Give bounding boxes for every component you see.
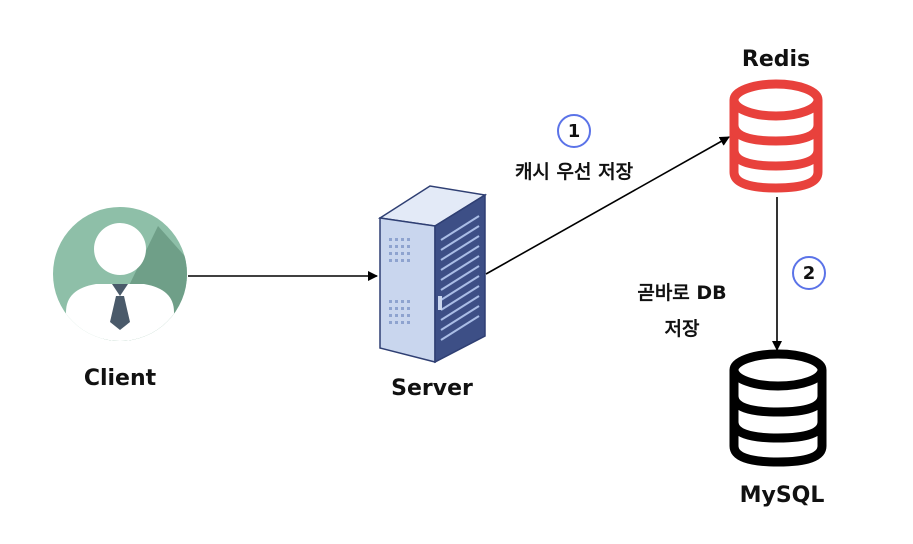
step-2-label-line2: 저장 (664, 318, 700, 340)
server-label: Server (391, 376, 473, 401)
redis-database-icon (729, 79, 823, 193)
server-rack-icon (377, 185, 488, 364)
redis-label: Redis (741, 47, 811, 72)
mysql-database-icon (729, 349, 827, 467)
client-label: Client (83, 366, 157, 391)
mysql-label: MySQL (739, 483, 825, 508)
step-2-label-line1: 곧바로 DB (637, 282, 727, 304)
step-1-badge: 1 (557, 114, 591, 148)
server-to-redis-arrow (485, 136, 730, 275)
step-1-label: 캐시 우선 저장 (514, 161, 634, 183)
step-2-badge: 2 (792, 256, 826, 290)
